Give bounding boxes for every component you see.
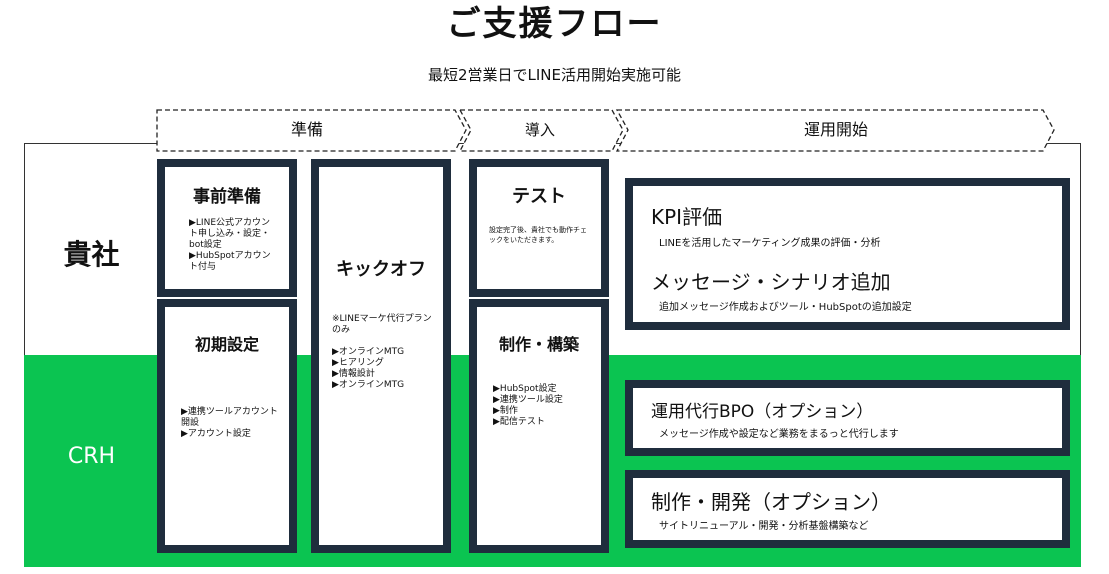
box-shoki-settei: 初期設定 ▶連携ツールアカウント開設 ▶アカウント設定 (157, 299, 297, 553)
phase-chevron-dounyu (458, 109, 624, 152)
box-test: テスト 設定完了後、貴社でも動作チェックをいただきます。 (469, 159, 609, 297)
phase-label-dounyu: 導入 (524, 121, 555, 139)
box-message-title: メッセージ・シナリオ追加 (651, 270, 891, 294)
box-seisaku-kouchiku: 制作・構築 ▶HubSpot設定 ▶連携ツール設定 ▶制作 ▶配信テスト (469, 299, 609, 553)
box-shoki-text: ▶連携ツールアカウント開設 ▶アカウント設定 (181, 407, 278, 439)
box-kickoff-title: キックオフ (336, 259, 426, 280)
kisha-row-label: 貴社 (63, 238, 120, 271)
box-kaihatsu-sub: サイトリニューアル・開発・分析基盤構築など (659, 521, 869, 532)
box-kpi-message: KPI評価 LINEを活用したマーケティング成果の評価・分析 メッセージ・シナリ… (625, 178, 1070, 330)
box-kaihatsu: 制作・開発（オプション） サイトリニューアル・開発・分析基盤構築など (625, 470, 1070, 548)
box-seisaku-text: ▶HubSpot設定 ▶連携ツール設定 ▶制作 ▶配信テスト (493, 384, 563, 427)
box-kpi-title: KPI評価 (651, 205, 723, 229)
phase-chevron-junbi (156, 109, 467, 152)
box-jizen-junbi: 事前準備 ▶LINE公式アカウント申し込み・設定・bot設定 ▶HubSpotア… (157, 159, 297, 297)
box-kickoff-text: ※LINEマーケ代行プランのみ ▶オンラインMTG ▶ヒアリング ▶情報設計 ▶… (332, 314, 432, 390)
page-title: ご支援フロー (446, 4, 663, 44)
box-seisaku-title: 制作・構築 (498, 335, 579, 354)
box-test-title: テスト (512, 186, 566, 207)
crh-row-label: CRH (67, 444, 116, 469)
box-shoki-title: 初期設定 (194, 335, 259, 354)
phase-label-unyou: 運用開始 (803, 120, 868, 139)
box-bpo-title: 運用代行BPO（オプション） (651, 402, 874, 422)
box-bpo: 運用代行BPO（オプション） メッセージ作成や設定など業務をまるっと代行します (625, 380, 1070, 456)
box-kaihatsu-title: 制作・開発（オプション） (651, 490, 891, 514)
box-kickoff: キックオフ ※LINEマーケ代行プランのみ ▶オンラインMTG ▶ヒアリング ▶… (311, 159, 451, 553)
box-jizen-text: ▶LINE公式アカウント申し込み・設定・bot設定 ▶HubSpotアカウント付… (189, 218, 271, 272)
box-bpo-sub: メッセージ作成や設定など業務をまるっと代行します (659, 429, 899, 440)
box-kpi-sub: LINEを活用したマーケティング成果の評価・分析 (659, 238, 881, 249)
phase-chevrons (156, 109, 1055, 152)
box-message-sub: 追加メッセージ作成およびツール・HubSpotの追加設定 (659, 302, 912, 313)
phase-label-junbi: 準備 (290, 120, 323, 139)
phase-chevron-unyou (615, 109, 1055, 152)
page-subtitle: 最短2営業日でLINE活用開始実施可能 (427, 66, 682, 84)
box-jizen-title: 事前準備 (193, 187, 261, 207)
box-test-text: 設定完了後、貴社でも動作チェックをいただきます。 (489, 226, 587, 244)
